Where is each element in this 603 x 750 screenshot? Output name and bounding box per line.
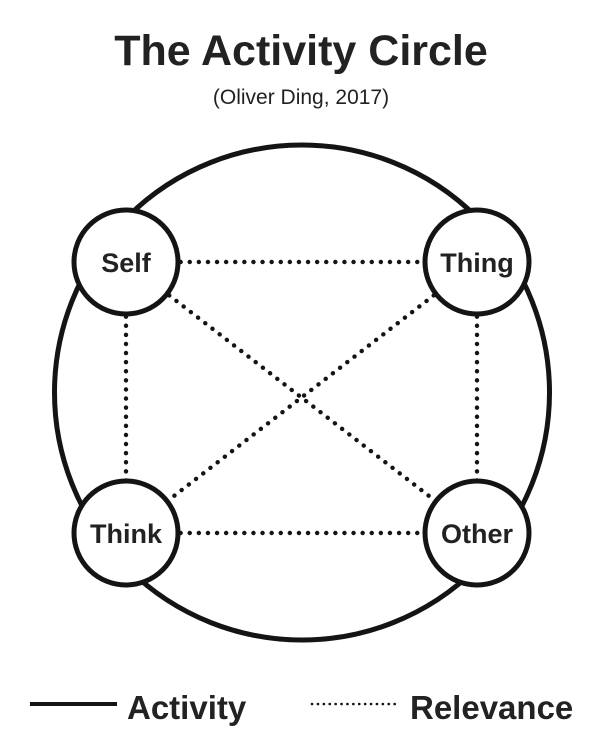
node-self: Self [71,207,181,317]
node-thing-circle [422,207,532,317]
relevance-line-self-other [123,259,480,536]
legend: Activity Relevance [30,689,573,726]
relevance-lines [123,259,480,536]
legend-activity-label: Activity [127,689,247,726]
activity-outer-circle [52,142,552,643]
node-self-label: Self [101,248,152,278]
node-thing-label: Thing [440,248,513,278]
node-thing: Thing [422,207,532,317]
node-self-circle [71,207,181,317]
relevance-line-thing-think [123,259,480,536]
node-think-circle [71,478,181,588]
node-think-label: Think [90,519,163,549]
node-think: Think [71,478,181,588]
node-other-label: Other [441,519,514,549]
node-other: Other [422,478,532,588]
page-title: The Activity Circle [114,27,488,75]
legend-relevance-label: Relevance [410,689,573,726]
node-other-circle [422,478,532,588]
page-subtitle: (Oliver Ding, 2017) [213,86,389,109]
